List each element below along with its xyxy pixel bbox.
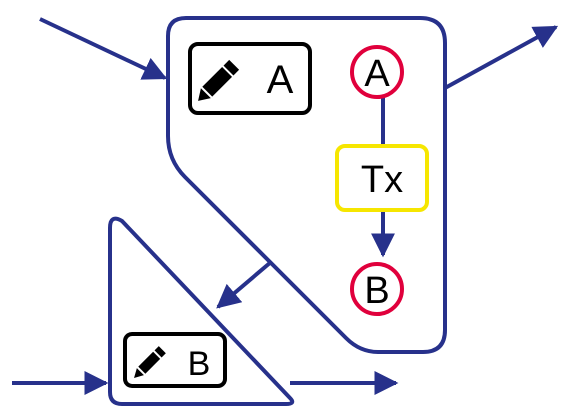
output-arrow-a	[444, 25, 559, 90]
transition-arrow-a-to-b	[216, 260, 273, 309]
editor-b-label: B	[188, 345, 211, 383]
state-a-container	[166, 16, 447, 354]
node-a[interactable]: A	[350, 45, 404, 99]
pencil-icon	[198, 59, 240, 101]
input-arrow-a	[39, 17, 168, 80]
pencil-icon	[134, 346, 166, 378]
node-b[interactable]: B	[350, 262, 404, 316]
node-a-label: A	[364, 53, 390, 95]
tx-label: Tx	[361, 159, 403, 201]
editor-a-label: A	[267, 58, 294, 102]
editor-b-box[interactable]: B	[123, 332, 227, 388]
editor-a-box[interactable]: A	[188, 42, 312, 115]
state-b-container	[108, 216, 295, 406]
node-b-label: B	[364, 270, 389, 312]
tx-box[interactable]: Tx	[335, 144, 429, 212]
